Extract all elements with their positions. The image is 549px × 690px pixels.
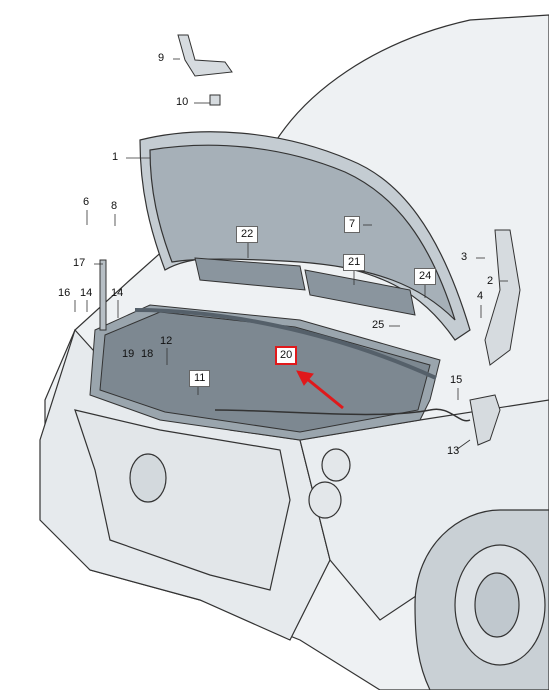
callout-2: 2 (487, 275, 494, 287)
air-intake-grilles (194, 257, 416, 316)
callout-3: 3 (461, 251, 468, 263)
callout-11: 11 (189, 370, 211, 387)
engine-bay (89, 304, 441, 441)
callout-17: 17 (73, 257, 86, 269)
callout-25: 25 (372, 319, 385, 331)
highlight-arrow (296, 370, 344, 410)
callout-24: 24 (414, 268, 437, 285)
callout-10: 10 (176, 96, 189, 108)
callout-9: 9 (158, 52, 165, 64)
callout-14a: 14 (80, 287, 93, 299)
callout-22: 22 (236, 226, 259, 243)
callout-16: 16 (58, 287, 71, 299)
callout-13: 13 (447, 445, 460, 457)
front-grille (74, 409, 351, 591)
callout-19: 19 (122, 348, 135, 360)
callout-7: 7 (344, 216, 361, 233)
callout-15: 15 (450, 374, 463, 386)
hood-seal (134, 308, 437, 380)
callout-4: 4 (477, 290, 484, 302)
release-cable (214, 408, 471, 422)
callout-12: 12 (160, 335, 173, 347)
hood (139, 131, 471, 341)
callout-1: 1 (112, 151, 119, 163)
callout-6: 6 (83, 196, 90, 208)
callout-18: 18 (141, 348, 154, 360)
callout-20: 20 (275, 346, 298, 365)
callout-21: 21 (343, 254, 366, 271)
callout-8: 8 (111, 200, 118, 212)
hinges (99, 34, 521, 446)
callout-14b: 14 (111, 287, 124, 299)
